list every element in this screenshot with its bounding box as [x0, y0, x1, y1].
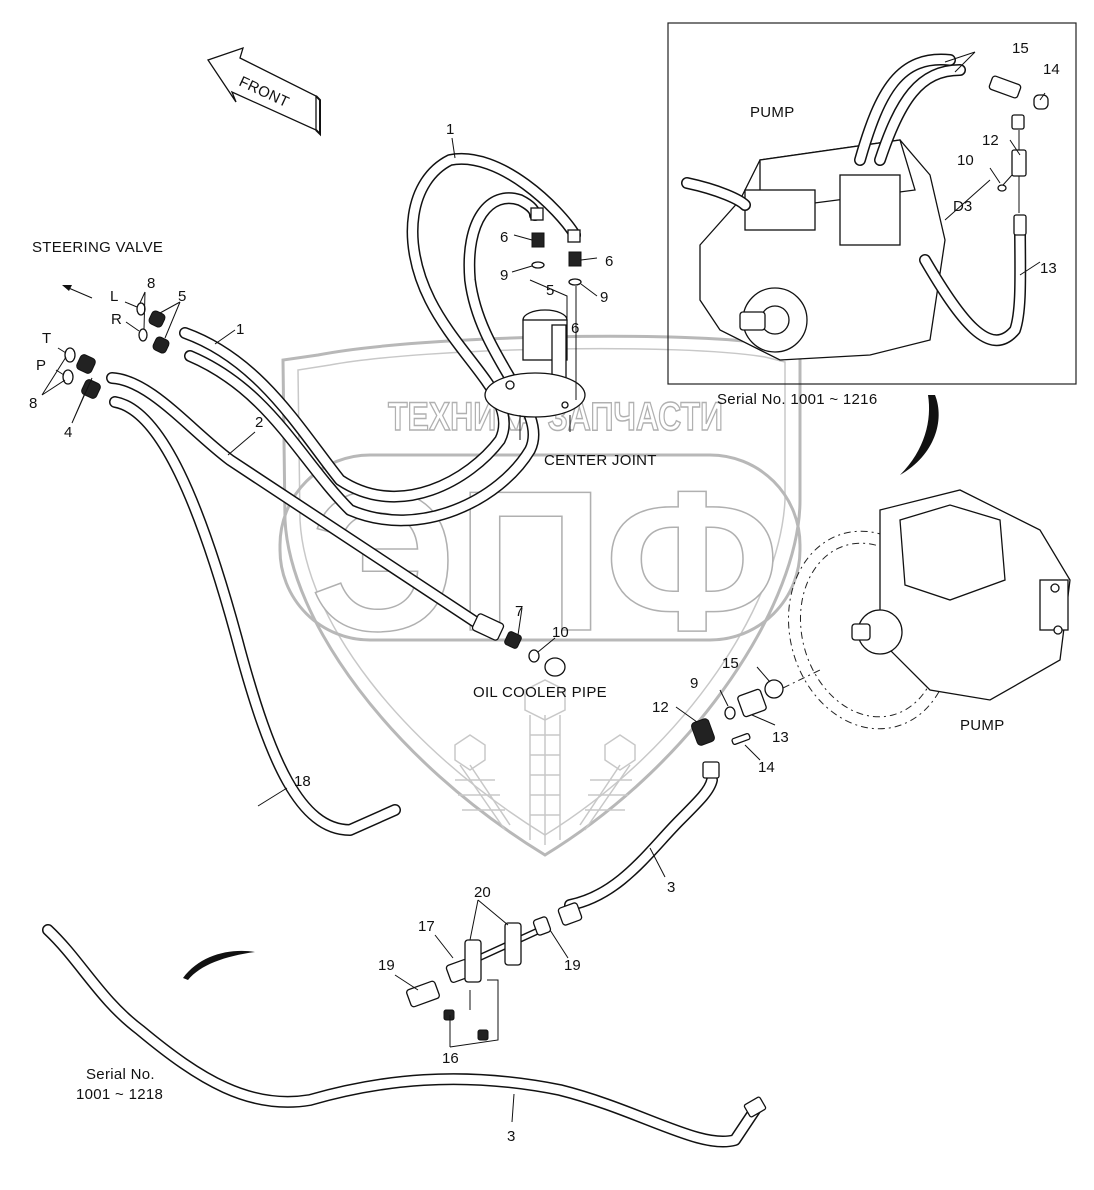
- pump-connection-fittings: [675, 666, 821, 779]
- pipe-3-lower: [42, 924, 767, 1148]
- callout-5-center: 5: [546, 282, 554, 299]
- main-pump-illustration: [788, 489, 1071, 730]
- hose-2: [106, 372, 486, 631]
- port-label-T: T: [42, 330, 51, 347]
- callout-3-mid: 3: [667, 879, 675, 896]
- callout-9-c: 9: [690, 675, 698, 692]
- pump-inset-label: PUMP: [750, 104, 795, 121]
- callout-15-main: 15: [722, 655, 739, 672]
- oil-cooler-pipe-label: OIL COOLER PIPE: [473, 684, 607, 701]
- view-arrow-lower-icon: [183, 950, 255, 980]
- port-label-L: L: [110, 288, 118, 305]
- callout-16: 16: [442, 1050, 459, 1067]
- serial-caption-lower-line2: 1001 ~ 1218: [76, 1086, 163, 1103]
- callout-10-inset: 10: [957, 152, 974, 169]
- callout-2: 2: [255, 414, 263, 431]
- hose-3-upper: [564, 774, 718, 911]
- port-label-D3: D3: [953, 198, 972, 215]
- steering-valve-label: STEERING VALVE: [32, 239, 163, 256]
- callout-5-left: 5: [178, 288, 186, 305]
- callout-1-left: 1: [236, 321, 244, 338]
- callout-17: 17: [418, 918, 435, 935]
- inset-panel: [667, 22, 1077, 385]
- callout-12-main: 12: [652, 699, 669, 716]
- serial-caption-inset: Serial No. 1001 ~ 1216: [717, 391, 877, 408]
- steering-direction-arrow-icon: [62, 285, 93, 299]
- oil-cooler-fittings: [471, 607, 566, 677]
- callout-4: 4: [64, 424, 72, 441]
- callout-19-left: 19: [378, 957, 395, 974]
- callout-18: 18: [294, 773, 311, 790]
- callout-15-inset: 15: [1012, 40, 1029, 57]
- callout-13-inset: 13: [1040, 260, 1057, 277]
- hose-18: [109, 396, 401, 836]
- callout-19-right: 19: [564, 957, 581, 974]
- callout-8-top: 8: [147, 275, 155, 292]
- callout-6-a: 6: [500, 229, 508, 246]
- callout-20: 20: [474, 884, 491, 901]
- clamp-assembly: [394, 899, 583, 1048]
- front-arrow-icon: FRONT: [206, 46, 321, 137]
- center-joint-label: CENTER JOINT: [544, 452, 657, 469]
- center-joint: [484, 207, 598, 440]
- steering-valve-fittings: [41, 291, 181, 424]
- callout-13-main: 13: [772, 729, 789, 746]
- callout-7: 7: [515, 603, 523, 620]
- view-arrow-upper-icon: [900, 395, 939, 475]
- callout-9-b: 9: [600, 289, 608, 306]
- callout-14-inset: 14: [1043, 61, 1060, 78]
- callout-10-main: 10: [552, 624, 569, 641]
- callout-9-a: 9: [500, 267, 508, 284]
- callout-6-c: 6: [571, 320, 579, 337]
- callout-6-b: 6: [605, 253, 613, 270]
- callout-14-main: 14: [758, 759, 775, 776]
- port-label-P: P: [36, 357, 46, 374]
- callout-1-top: 1: [446, 121, 454, 138]
- callout-8-left: 8: [29, 395, 37, 412]
- callout-12-inset: 12: [982, 132, 999, 149]
- callout-3-bottom: 3: [507, 1128, 515, 1145]
- pump-main-label: PUMP: [960, 717, 1005, 734]
- port-label-R: R: [111, 311, 122, 328]
- serial-caption-lower-line1: Serial No.: [86, 1066, 155, 1083]
